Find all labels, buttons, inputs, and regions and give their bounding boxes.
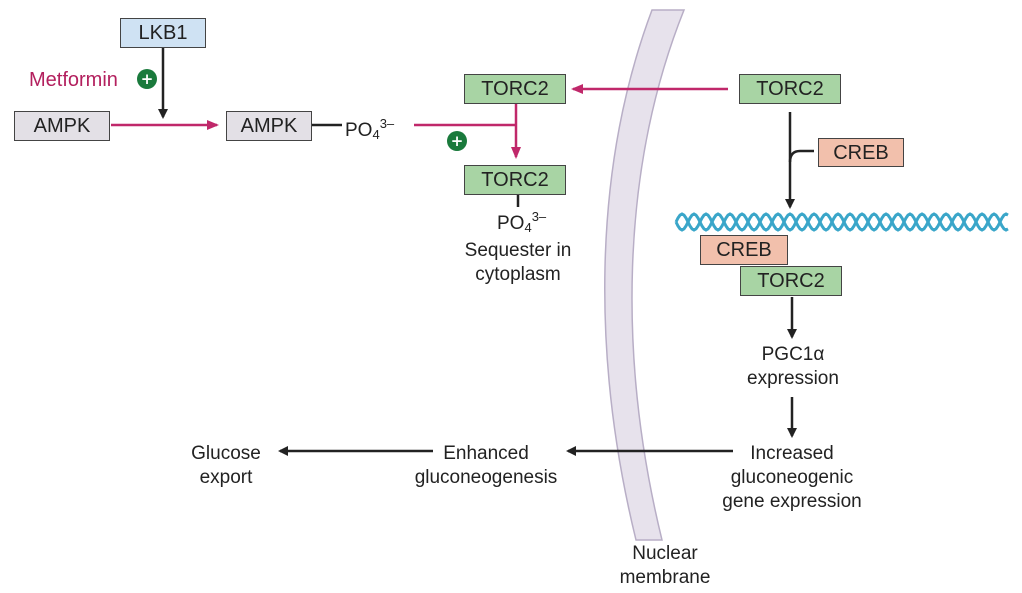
dna-strand-2 bbox=[674, 212, 1009, 232]
label-membrane-line1: Nuclear bbox=[632, 543, 698, 564]
node-lkb1: LKB1 bbox=[120, 18, 206, 48]
phosphate-subscript: 4 bbox=[524, 220, 532, 235]
label-sequester: Sequester in cytoplasm bbox=[448, 239, 588, 287]
phosphate-torc2: PO43– bbox=[497, 210, 546, 234]
label-increased-gene-expression: Increased gluconeogenic gene expression bbox=[706, 442, 878, 514]
node-torc2-sequestered: TORC2 bbox=[464, 165, 566, 195]
label-enhanced-line2: gluconeogenesis bbox=[414, 467, 558, 488]
activation-icon-metformin: + bbox=[137, 69, 157, 89]
creb-join-line bbox=[788, 149, 814, 163]
label-glucose-export: Glucose export bbox=[176, 442, 276, 490]
node-torc2-cytoplasm: TORC2 bbox=[464, 74, 566, 104]
label-glucose-line2: export bbox=[199, 467, 253, 488]
node-creb: CREB bbox=[818, 138, 904, 167]
nuclear-membrane bbox=[604, 9, 686, 541]
phosphate-superscript: 3– bbox=[379, 116, 395, 131]
label-sequester-line2: cytoplasm bbox=[475, 264, 561, 285]
node-ampk-phosphorylated: AMPK bbox=[226, 111, 312, 141]
label-increased-line1: Increased bbox=[750, 443, 834, 464]
label-sequester-line1: Sequester in bbox=[464, 240, 572, 261]
node-torc2-on-dna: TORC2 bbox=[740, 266, 842, 296]
label-metformin: Metformin bbox=[29, 69, 118, 91]
label-glucose-line1: Glucose bbox=[191, 443, 261, 464]
label-pgc1a-expression: PGC1α expression bbox=[735, 343, 851, 391]
phosphate-base: PO bbox=[345, 120, 373, 141]
label-increased-line3: gene expression bbox=[722, 491, 862, 512]
node-ampk: AMPK bbox=[14, 111, 110, 141]
phosphate-base: PO bbox=[497, 213, 525, 234]
label-enhanced-gluconeogenesis: Enhanced gluconeogenesis bbox=[406, 442, 566, 490]
node-torc2-nuclear: TORC2 bbox=[739, 74, 841, 104]
label-enhanced-line1: Enhanced bbox=[443, 443, 529, 464]
phosphate-ampk: PO43– bbox=[345, 117, 394, 141]
label-membrane-line2: membrane bbox=[619, 567, 711, 588]
label-pgc1a-line1: PGC1α bbox=[761, 344, 825, 365]
phosphate-subscript: 4 bbox=[372, 127, 380, 142]
phosphate-superscript: 3– bbox=[531, 209, 547, 224]
activation-icon-phosphorylation: + bbox=[447, 131, 467, 151]
label-pgc1a-line2: expression bbox=[747, 368, 839, 389]
label-nuclear-membrane: Nuclear membrane bbox=[610, 542, 720, 590]
label-increased-line2: gluconeogenic bbox=[730, 467, 854, 488]
node-creb-on-dna: CREB bbox=[700, 235, 788, 265]
